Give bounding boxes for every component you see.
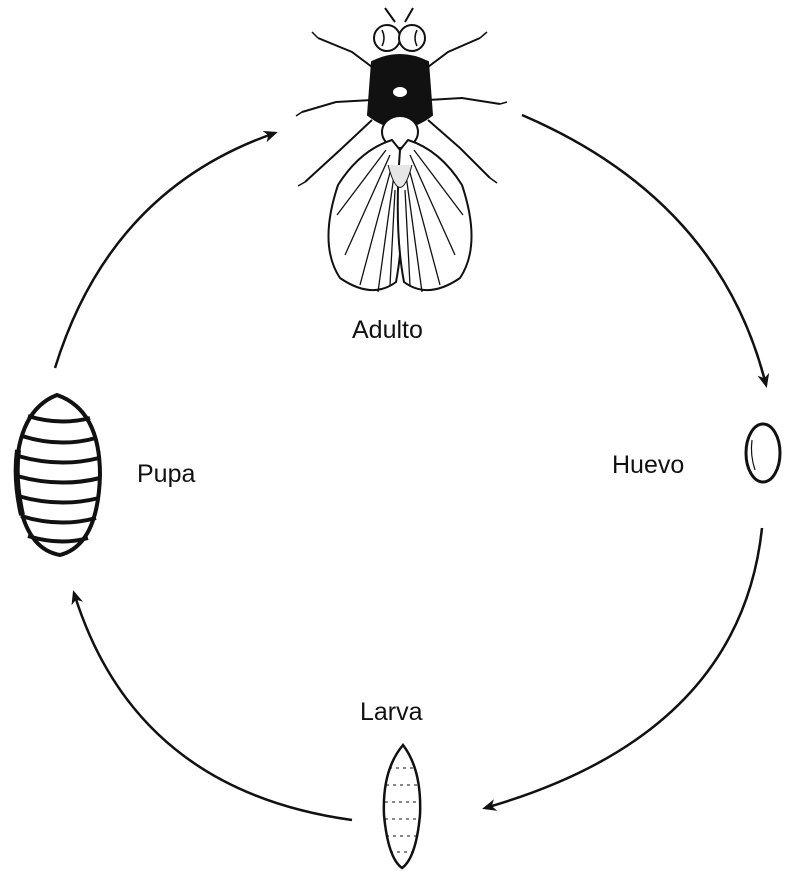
arrow-egg-to-larva xyxy=(485,528,762,808)
stage-label-adult: Adulto xyxy=(352,318,423,343)
adult-fly-illustration xyxy=(296,8,507,292)
pupa-illustration xyxy=(16,395,100,555)
larva-illustration xyxy=(384,745,420,868)
stage-label-pupa: Pupa xyxy=(137,462,195,487)
arrow-larva-to-pupa xyxy=(74,593,352,820)
egg-illustration xyxy=(746,424,780,482)
stage-label-egg: Huevo xyxy=(612,453,684,478)
arrow-adult-to-egg xyxy=(522,115,766,385)
arrow-pupa-to-adult xyxy=(55,133,275,368)
stage-label-larva: Larva xyxy=(360,700,423,725)
